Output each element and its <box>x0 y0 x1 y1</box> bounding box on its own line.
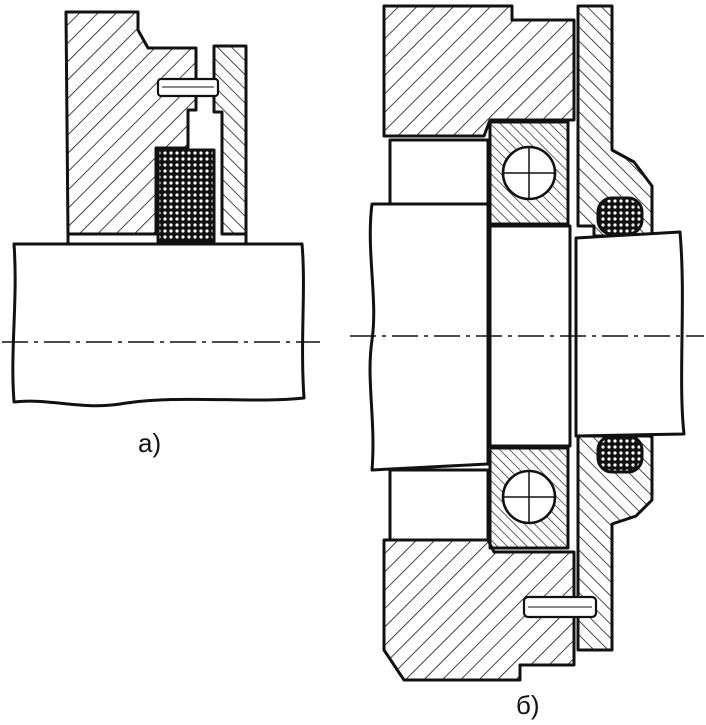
view-a <box>2 10 320 408</box>
caption-b: б) <box>516 690 540 720</box>
view-b <box>350 4 704 682</box>
housing-b-top <box>382 4 576 138</box>
caption-a: а) <box>138 428 162 458</box>
seal-ring-top <box>596 196 644 236</box>
seal-ring-bottom <box>596 434 644 474</box>
shaft-b-right <box>574 230 686 438</box>
cover-b-top <box>576 4 654 238</box>
shaft-a <box>11 242 306 408</box>
felt-packing-a <box>156 148 216 244</box>
cover-a <box>212 44 248 236</box>
housing-a <box>64 10 198 236</box>
cover-b-bottom <box>576 434 654 652</box>
shaft-b <box>368 202 490 472</box>
